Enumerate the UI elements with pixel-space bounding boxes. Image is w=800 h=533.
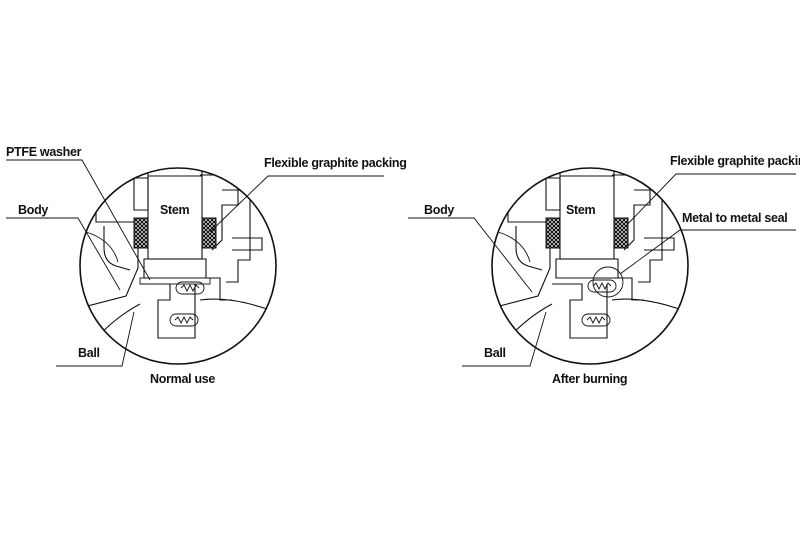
- leader-packing-left: [209, 175, 384, 233]
- packing-left-b: [545, 217, 561, 249]
- label-stem-right: Stem: [566, 203, 596, 217]
- caption-after-burning: After burning: [552, 372, 627, 386]
- leader-body-left: [6, 217, 121, 291]
- leader-body-right: [408, 217, 533, 293]
- label-flexible-graphite-packing-left: Flexible graphite packing: [264, 156, 407, 170]
- ball-shape-left: [140, 283, 196, 339]
- label-metal-to-metal-seal: Metal to metal seal: [682, 211, 787, 225]
- metal-seal-highlight: [592, 266, 624, 298]
- valve-section-right: [492, 168, 683, 351]
- label-stem-left: Stem: [160, 203, 190, 217]
- ball-shape-right: [552, 283, 608, 339]
- detail-circle-right: [491, 167, 689, 365]
- ptfe-washer-shape: [139, 277, 211, 285]
- leader-metal-seal: [619, 229, 796, 275]
- spring-bottom-left: [169, 313, 199, 327]
- packing-left-a: [133, 217, 149, 249]
- label-ball-right: Ball: [484, 346, 506, 360]
- leader-ball-right: [462, 311, 547, 367]
- label-ptfe-washer: PTFE washer: [6, 145, 82, 159]
- leader-ptfe-washer: [6, 159, 151, 281]
- label-body-left: Body: [18, 203, 48, 217]
- label-ball-left: Ball: [78, 346, 100, 360]
- normal-use-detail: PTFE washer Flexible graphite packing Bo…: [6, 145, 407, 386]
- label-body-right: Body: [424, 203, 454, 217]
- packing-right-b: [613, 217, 629, 249]
- label-flexible-graphite-packing-right: Flexible graphite packing: [670, 154, 800, 168]
- caption-normal-use: Normal use: [150, 372, 215, 386]
- leader-packing-right: [619, 173, 796, 233]
- after-burning-detail: Flexible graphite packing Metal to metal…: [408, 154, 800, 386]
- packing-right-a: [201, 217, 217, 249]
- spring-top-right: [587, 279, 617, 293]
- spring-top-left: [175, 281, 205, 295]
- spring-bottom-right: [581, 313, 611, 327]
- leader-ball-left: [56, 311, 135, 367]
- detail-circle-left: [79, 167, 277, 365]
